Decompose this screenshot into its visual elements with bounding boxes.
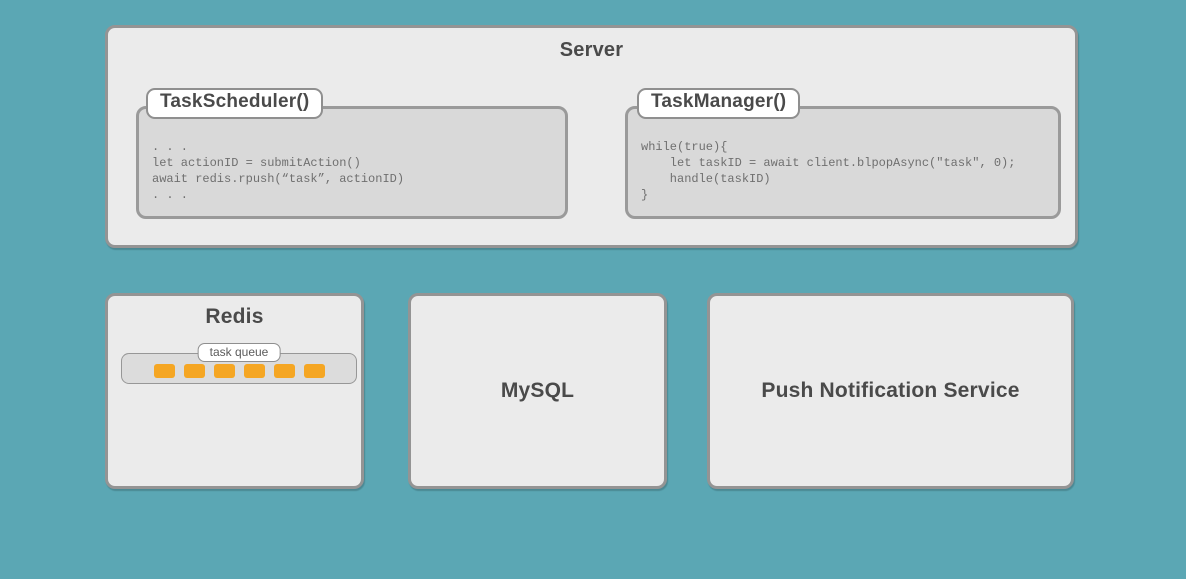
queue-item xyxy=(273,364,295,378)
task-manager-code: while(true){ let taskID = await client.b… xyxy=(625,106,1061,219)
queue-item xyxy=(303,364,325,378)
redis-title: Redis xyxy=(205,305,264,328)
task-scheduler-code: . . . let actionID = submitAction() awai… xyxy=(136,106,568,219)
queue-item xyxy=(153,364,175,378)
task-queue-label: task queue xyxy=(197,343,281,362)
task-queue: task queue xyxy=(121,343,357,384)
queue-item xyxy=(183,364,205,378)
mysql-box: MySQL xyxy=(408,293,667,489)
mysql-title: MySQL xyxy=(500,379,575,402)
server-title: Server xyxy=(559,39,624,61)
task-scheduler-label: TaskScheduler() xyxy=(146,88,324,119)
redis-box: Redis task queue xyxy=(105,293,364,489)
push-notification-service-box: Push Notification Service xyxy=(707,293,1074,489)
queue-item xyxy=(213,364,235,378)
task-manager-label: TaskManager() xyxy=(637,88,801,119)
push-notification-service-title: Push Notification Service xyxy=(761,379,1020,402)
server-box: Server TaskScheduler() . . . let actionI… xyxy=(105,25,1078,248)
queue-item xyxy=(243,364,265,378)
